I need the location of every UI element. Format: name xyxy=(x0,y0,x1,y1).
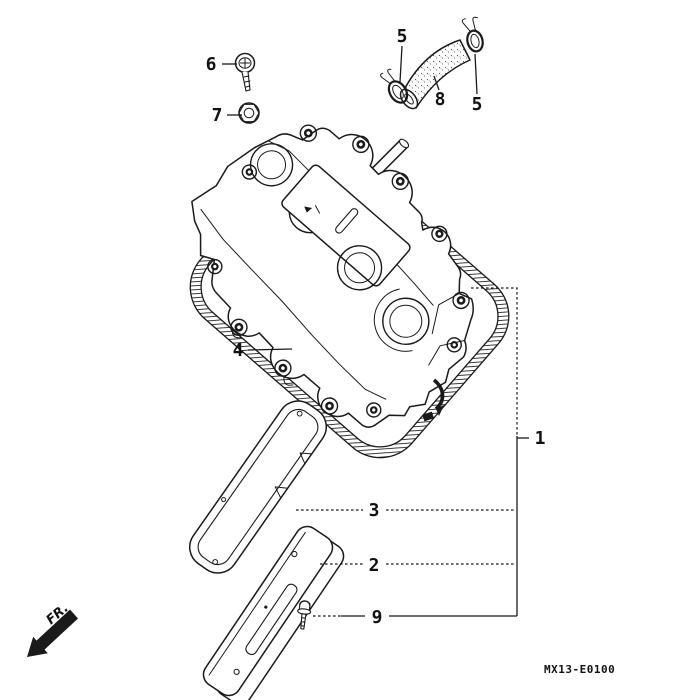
plug-bore-1 xyxy=(249,143,294,187)
breather-cover xyxy=(202,525,345,700)
callout-6[interactable]: 6 xyxy=(206,54,217,75)
breather-gasket xyxy=(188,400,328,574)
callout-2[interactable]: 2 xyxy=(369,555,380,576)
callout-3[interactable]: 3 xyxy=(369,500,380,521)
breather-hose xyxy=(399,39,471,110)
leader-line-5b xyxy=(474,53,478,95)
plug-bore-4 xyxy=(373,288,430,352)
breather-passage-arrow xyxy=(422,378,445,422)
cylinder-head-cover xyxy=(191,124,474,428)
leader-line-8 xyxy=(433,75,440,91)
flange-bolt-9 xyxy=(297,600,312,630)
leader-line-4 xyxy=(247,348,293,351)
fr-direction-arrow: FR. xyxy=(27,601,78,657)
callout-8[interactable]: 8 xyxy=(435,89,446,110)
cover-bolt-holes xyxy=(207,124,470,418)
plug-bore-3 xyxy=(336,245,383,291)
hose-clamp-right xyxy=(461,16,484,53)
callout-9[interactable]: 9 xyxy=(372,607,383,628)
cap-nut-7 xyxy=(238,102,260,124)
callout-7[interactable]: 7 xyxy=(212,105,223,126)
callout-5a[interactable]: 5 xyxy=(397,26,408,47)
callout-5b[interactable]: 5 xyxy=(472,94,483,115)
diagram-code: MX13-E0100 xyxy=(544,663,615,676)
flange-bolt-6 xyxy=(234,52,256,92)
leader-lines xyxy=(222,45,529,617)
hose-clamp-left xyxy=(380,68,409,104)
callout-4[interactable]: 4 xyxy=(233,340,244,361)
callout-1[interactable]: 1 xyxy=(535,428,546,449)
leader-line-1-top xyxy=(471,287,518,436)
leader-line-5a xyxy=(399,45,403,83)
